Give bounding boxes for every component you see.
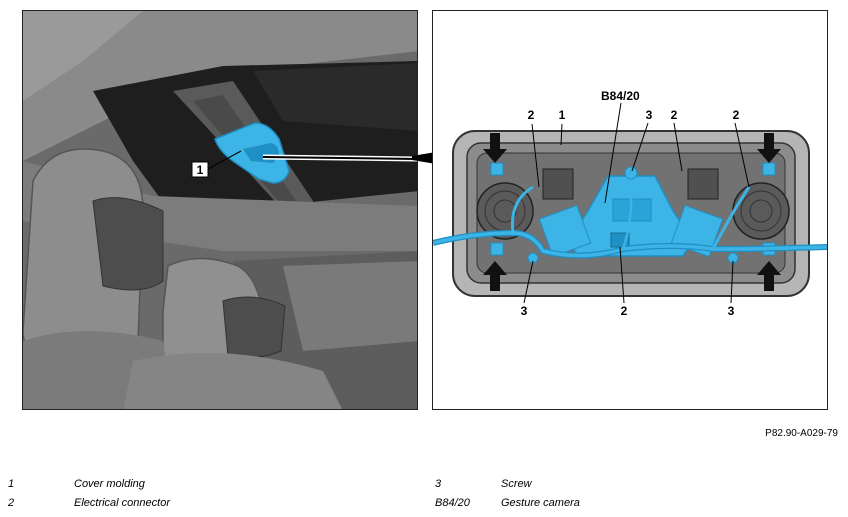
legend-item-1: 1 Cover molding: [8, 478, 408, 492]
overhead-panel-illustration: B84/20 2 1 3 2 2 3 2 3: [433, 89, 827, 318]
vehicle-interior-view: 1: [22, 10, 418, 410]
push-arrow-bottom-left: [483, 261, 507, 291]
callout-bottom-2: 2: [621, 304, 628, 318]
legend-label: Screw: [501, 478, 532, 490]
push-arrow-bottom-right: [757, 261, 781, 291]
callout-top-2c: 2: [733, 108, 740, 122]
push-arrow-top-right: [757, 133, 781, 163]
legend-num: 3: [435, 478, 442, 490]
push-arrow-top-left: [483, 133, 507, 163]
connector-housing-left: [542, 168, 574, 200]
callout-box-1: [191, 161, 209, 178]
legend-num: 2: [8, 497, 15, 509]
connector-housing-right: [687, 168, 719, 200]
interior-illustration: 1: [23, 11, 417, 409]
connector-line: [412, 152, 436, 164]
legend-num: 1: [8, 478, 15, 490]
legend-label: Gesture camera: [501, 497, 580, 509]
figure-code: P82.90-A029-79: [765, 428, 838, 439]
callout-bottom-3a: 3: [521, 304, 528, 318]
callout-bottom-3b: 3: [728, 304, 735, 318]
callout-left-1: 1: [197, 163, 204, 177]
screw-top: [624, 166, 638, 180]
callout-top-2b: 2: [671, 108, 678, 122]
callout-top-1: 1: [559, 108, 566, 122]
clip-top-right: [762, 162, 776, 176]
legend-item-3: 3 Screw: [435, 478, 835, 492]
legend-item-2: 2 Electrical connector: [8, 497, 408, 511]
legend-label: Electrical connector: [74, 497, 170, 509]
legend-label: Cover molding: [74, 478, 145, 490]
overhead-panel-detail: B84/20 2 1 3 2 2 3 2 3: [432, 10, 828, 410]
legend-item-4: B84/20 Gesture camera: [435, 497, 835, 511]
callout-top-3: 3: [646, 108, 653, 122]
clip-top-left: [490, 162, 504, 176]
callout-b84-20: B84/20: [601, 89, 640, 103]
legend-num: B84/20: [435, 497, 470, 509]
camera-side-left: [538, 204, 592, 258]
clip-bottom-left: [490, 242, 504, 256]
callout-top-2a: 2: [528, 108, 535, 122]
